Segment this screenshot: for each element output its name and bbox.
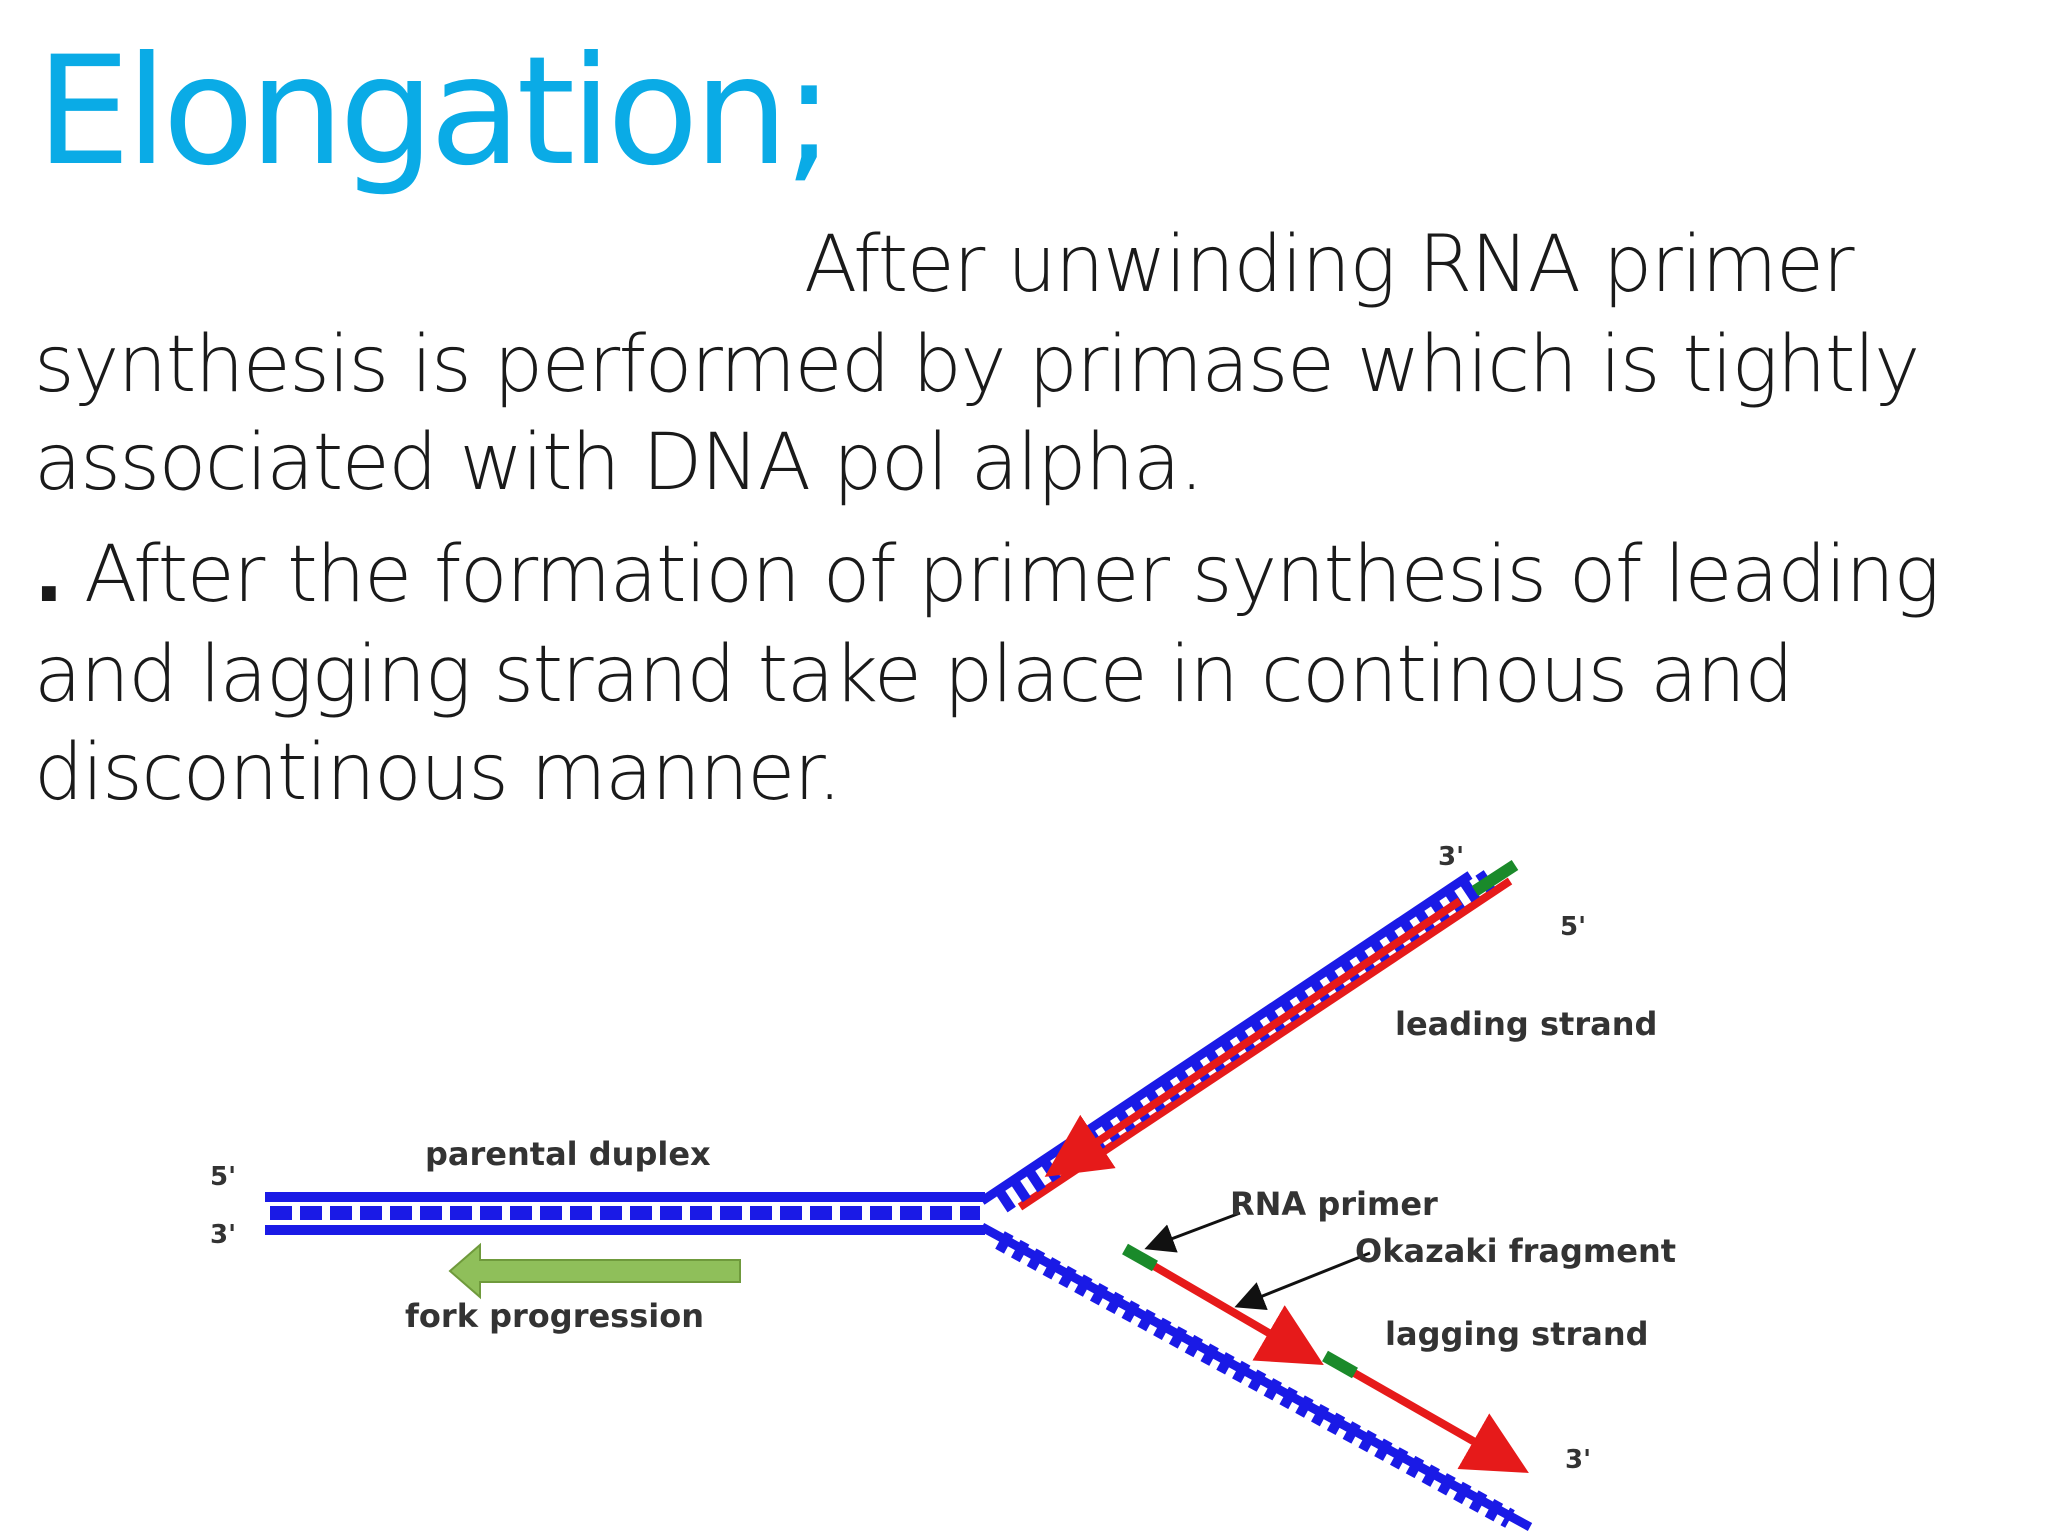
label-rna-primer: RNA primer <box>1230 1185 1438 1223</box>
paragraph-2-line-3: discontinous manner. <box>34 728 842 818</box>
label-okazaki-fragment: Okazaki fragment <box>1355 1232 1676 1270</box>
paragraph-1-line-3: associated with DNA pol alpha. <box>34 418 1204 508</box>
paragraph-1-line-2: synthesis is performed by primase which … <box>34 320 1920 410</box>
paragraph-2-line-2: and lagging strand take place in contino… <box>34 630 1794 720</box>
label-3-bottom: 3' <box>1565 1445 1591 1475</box>
parental-duplex <box>265 1192 985 1235</box>
label-leading-strand: leading strand <box>1395 1005 1657 1043</box>
paragraph-2-line-1: After the formation of primer synthesis … <box>84 530 1940 620</box>
fork-progression-arrow <box>448 1242 741 1300</box>
leading-strand-duplex <box>979 859 1519 1213</box>
label-lagging-strand: lagging strand <box>1385 1315 1649 1353</box>
label-5-left: 5' <box>210 1162 236 1192</box>
slide-title: Elongation; <box>36 25 834 199</box>
lagging-strand-duplex <box>979 1223 1533 1531</box>
label-3-top: 3' <box>1438 842 1464 872</box>
bullet-dot: . <box>34 530 64 620</box>
okazaki-fragment-pointer <box>1234 1251 1371 1311</box>
label-5-top: 5' <box>1560 912 1586 942</box>
rna-primer-pointer <box>1144 1211 1241 1253</box>
label-fork-progression: fork progression <box>405 1297 704 1335</box>
paragraph-1-line-1: After unwinding RNA primer <box>804 220 1855 310</box>
replication-fork-diagram: 5' 3' parental duplex fork progression 3… <box>170 835 1790 1536</box>
label-parental-duplex: parental duplex <box>425 1135 711 1173</box>
label-3-left: 3' <box>210 1220 236 1250</box>
